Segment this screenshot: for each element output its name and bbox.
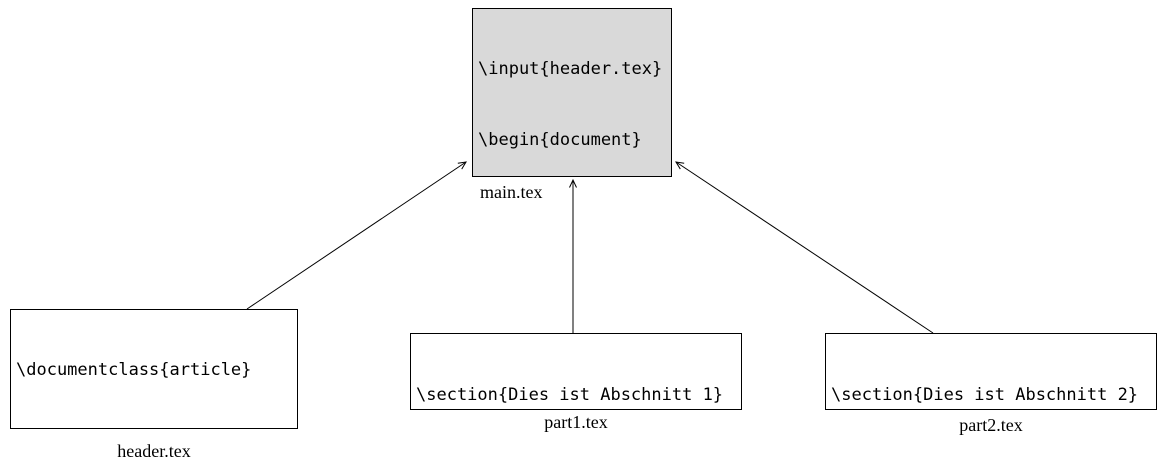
- file-label-header-tex: header.tex: [117, 441, 191, 461]
- code-line: \section{Dies ist Abschnitt 2}: [831, 384, 1139, 405]
- code-line: \documentclass{article}: [16, 359, 252, 380]
- edge-header-to-main: [246, 161, 467, 310]
- code-line: \input{header.tex}: [478, 58, 663, 79]
- file-label-part1-tex: part1.tex: [544, 412, 608, 432]
- code-box-part1-tex: \section{Dies ist Abschnitt 1} Hier ein …: [410, 333, 742, 410]
- code-box-part2-tex: \section{Dies ist Abschnitt 2} Hier ein …: [825, 333, 1157, 410]
- code-box-main-tex: \input{header.tex} \begin{document} \mak…: [472, 8, 672, 177]
- edge-part2-to-main: [675, 161, 934, 334]
- code-box-header-tex: \documentclass{article} \usepackage[nger…: [10, 309, 298, 429]
- code-line: \section{Dies ist Abschnitt 1}: [416, 384, 724, 405]
- code-line: \begin{document}: [478, 129, 642, 150]
- file-label-main-tex: main.tex: [480, 182, 543, 202]
- file-label-part2-tex: part2.tex: [959, 415, 1023, 435]
